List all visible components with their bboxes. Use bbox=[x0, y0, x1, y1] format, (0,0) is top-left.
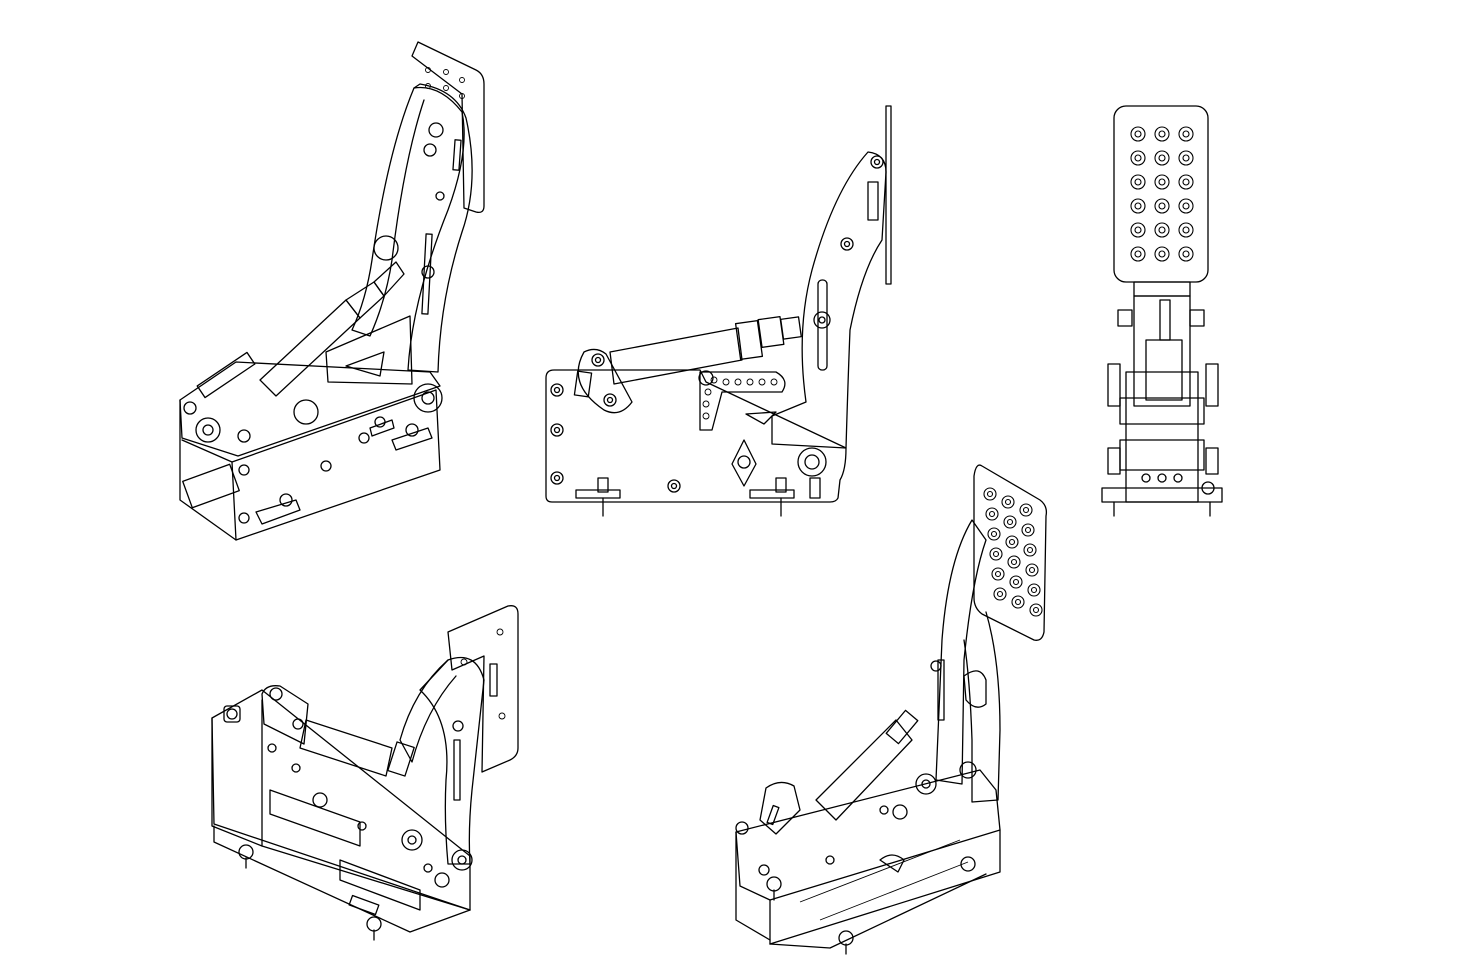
pad-hole-icon bbox=[1005, 535, 1019, 549]
pad-hole-icon bbox=[1178, 246, 1194, 262]
pad-hole-icon bbox=[983, 487, 997, 501]
pad-hole-icon bbox=[1182, 250, 1190, 258]
pad-hole-icon bbox=[1182, 130, 1190, 138]
pad-hole-icon bbox=[985, 507, 999, 521]
pad-hole-icon bbox=[1027, 583, 1041, 597]
pad-hole-icon bbox=[1158, 130, 1166, 138]
pad-hole-icon bbox=[987, 527, 1001, 541]
pad-hole-icon bbox=[1010, 558, 1018, 566]
pad-hole-icon bbox=[1032, 606, 1040, 614]
pad-hole-icon bbox=[1009, 575, 1023, 589]
pad-hole-icon bbox=[1003, 515, 1017, 529]
pad-hole-icon bbox=[1134, 154, 1142, 162]
pad-hole-icon bbox=[996, 590, 1004, 598]
pad-hole-icon bbox=[1134, 178, 1142, 186]
front-elevation-view bbox=[1101, 105, 1223, 517]
pad-hole-icon bbox=[1024, 526, 1032, 534]
pad-hole-icon bbox=[1134, 250, 1142, 258]
pad-hole-icon bbox=[1008, 538, 1016, 546]
pad-hole-icon bbox=[1130, 198, 1146, 214]
isometric-view-top-left bbox=[179, 41, 485, 541]
pad-hole-icon bbox=[1154, 222, 1170, 238]
pad-hole-icon bbox=[1154, 150, 1170, 166]
pad-hole-icon bbox=[990, 530, 998, 538]
pad-hole-icon bbox=[1004, 498, 1012, 506]
pad-hole-icon bbox=[1134, 226, 1142, 234]
pad-hole-icon bbox=[1022, 506, 1030, 514]
pad-hole-icon bbox=[1130, 174, 1146, 190]
pad-hole-icon bbox=[1026, 546, 1034, 554]
pad-hole-icon bbox=[1178, 126, 1194, 142]
pad-hole-icon bbox=[1154, 198, 1170, 214]
pad-hole-icon bbox=[989, 547, 1003, 561]
pad-hole-icon bbox=[1023, 543, 1037, 557]
pad-hole-icon bbox=[1006, 518, 1014, 526]
pad-hole-icon bbox=[1182, 178, 1190, 186]
pad-hole-icon bbox=[1012, 578, 1020, 586]
pad-hole-icon bbox=[1182, 226, 1190, 234]
pad-hole-icon bbox=[992, 550, 1000, 558]
pad-hole-icon bbox=[1130, 222, 1146, 238]
pad-hole-icon bbox=[1019, 503, 1033, 517]
pad-hole-icon bbox=[1130, 246, 1146, 262]
pad-hole-icon bbox=[1182, 154, 1190, 162]
pad-hole-icon bbox=[1029, 603, 1043, 617]
pad-hole-icon bbox=[1178, 150, 1194, 166]
pad-hole-icon bbox=[991, 567, 1005, 581]
pad-hole-icon bbox=[1007, 555, 1021, 569]
pad-hole-icon bbox=[986, 490, 994, 498]
pad-hole-icon bbox=[1158, 178, 1166, 186]
isometric-view-bottom-right bbox=[735, 464, 1048, 955]
pad-hole-icon bbox=[1030, 586, 1038, 594]
pad-hole-icon bbox=[1028, 566, 1036, 574]
pad-hole-icon bbox=[1134, 202, 1142, 210]
pad-hole-icon bbox=[1158, 202, 1166, 210]
isometric-view-bottom-left bbox=[211, 605, 519, 941]
pad-hole-icon bbox=[1014, 598, 1022, 606]
pad-hole-icon bbox=[1001, 495, 1015, 509]
pad-hole-icon bbox=[1154, 126, 1170, 142]
pad-hole-icon bbox=[1025, 563, 1039, 577]
pad-hole-icon bbox=[1158, 154, 1166, 162]
pad-hole-icon bbox=[1130, 150, 1146, 166]
pad-hole-icon bbox=[1178, 222, 1194, 238]
pad-hole-icon bbox=[1154, 174, 1170, 190]
pad-hole-icon bbox=[1021, 523, 1035, 537]
pad-hole-icon bbox=[1178, 174, 1194, 190]
pad-hole-icon bbox=[1130, 126, 1146, 142]
pad-hole-icon bbox=[1158, 226, 1166, 234]
pad-hole-icon bbox=[994, 570, 1002, 578]
pad-hole-icon bbox=[1154, 246, 1170, 262]
pad-hole-icon bbox=[1134, 130, 1142, 138]
pad-hole-icon bbox=[1011, 595, 1025, 609]
pad-hole-icon bbox=[993, 587, 1007, 601]
pad-hole-icon bbox=[1178, 198, 1194, 214]
side-elevation-view bbox=[545, 105, 892, 517]
pad-hole-icon bbox=[988, 510, 996, 518]
pad-hole-icon bbox=[1182, 202, 1190, 210]
pad-hole-icon bbox=[1158, 250, 1166, 258]
